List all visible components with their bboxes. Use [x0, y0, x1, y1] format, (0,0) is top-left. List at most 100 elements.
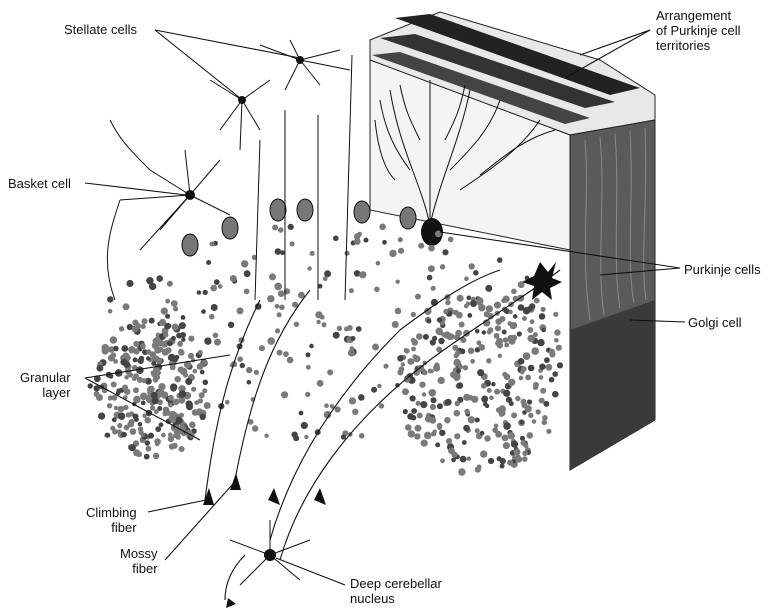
granule-cell-dot: [522, 451, 528, 457]
granule-cell-dot: [468, 416, 475, 423]
granule-cell-dot: [523, 307, 530, 314]
granule-cell-dot: [389, 250, 396, 257]
granule-cell-dot: [283, 351, 289, 357]
granule-cell-dot: [470, 359, 475, 364]
granule-cell-dot: [492, 427, 498, 433]
granule-cell-dot: [306, 352, 311, 357]
granule-cell-dot: [530, 319, 535, 324]
granule-cell-dot: [140, 393, 148, 401]
granule-cell-dot: [420, 401, 427, 408]
granule-cell-dot: [423, 334, 429, 340]
granule-cell-dot: [168, 395, 174, 401]
granule-cell-dot: [498, 409, 505, 416]
granule-cell-dot: [557, 362, 563, 368]
granule-cell-dot: [554, 329, 560, 335]
granule-cell-dot: [275, 304, 280, 309]
granule-cell-dot: [149, 318, 155, 324]
granule-cell-dot: [324, 270, 331, 277]
granule-cell-dot: [121, 432, 127, 438]
granule-cell-dot: [156, 275, 163, 282]
granule-cell-dot: [421, 440, 428, 447]
granule-cell-dot: [324, 403, 329, 408]
label-deep-line1: Deep cerebellar: [350, 576, 442, 591]
granule-cell-dot: [357, 232, 362, 237]
granule-cell-dot: [397, 355, 403, 361]
granule-cell-dot: [454, 410, 461, 417]
granule-cell-dot: [401, 362, 405, 366]
granule-cell-dot: [244, 270, 251, 277]
granule-cell-dot: [522, 456, 528, 462]
label-deep-cerebellar-nucleus: Deep cerebellar nucleus: [350, 576, 442, 606]
granule-cell-dot: [299, 411, 304, 416]
granule-cell-dot: [191, 387, 196, 392]
granule-cell-dot: [440, 264, 445, 269]
granule-cell-dot: [333, 236, 339, 242]
granule-cell-dot: [186, 403, 193, 410]
granule-cell-dot: [520, 436, 525, 441]
granule-cell-dot: [267, 295, 274, 302]
granule-cell-dot: [246, 367, 252, 373]
granule-cell-dot: [508, 310, 512, 314]
granule-cell-dot: [379, 224, 386, 231]
granule-cell-dot: [306, 365, 311, 370]
granule-cell-dot: [542, 415, 548, 421]
granule-cell-dot: [412, 354, 417, 359]
granule-cell-dot: [185, 378, 192, 385]
granule-cell-dot: [503, 390, 510, 397]
granule-cell-dot: [179, 446, 185, 452]
granule-cell-dot: [552, 371, 558, 377]
granule-cell-dot: [416, 333, 423, 340]
granule-cell-dot: [529, 303, 535, 309]
granule-cell-dot: [477, 369, 484, 376]
granule-cell-dot: [487, 388, 492, 393]
granule-cell-dot: [504, 374, 510, 380]
granule-cell-dot: [470, 300, 477, 307]
granule-cell-dot: [294, 322, 299, 327]
granule-cell-dot: [133, 387, 139, 393]
label-mossy-line1: Mossy: [120, 546, 158, 561]
granule-cell-dot: [277, 312, 282, 317]
granule-cell-dot: [435, 442, 440, 447]
granule-cell-dot: [189, 422, 196, 429]
granule-cell-dot: [438, 377, 445, 384]
granule-cell-dot: [528, 365, 535, 372]
granule-cell-dot: [457, 382, 464, 389]
granule-cell-dot: [376, 261, 381, 266]
granule-cell-dot: [259, 345, 265, 351]
granule-cell-dot: [178, 350, 184, 356]
granule-cell-dot: [427, 319, 432, 324]
granule-cell-dot: [317, 380, 324, 387]
granule-cell-dot: [344, 251, 349, 256]
granule-cell-dot: [133, 348, 139, 354]
granule-cell-dot: [124, 375, 129, 380]
granule-cell-dot: [491, 382, 495, 386]
granule-cell-dot: [269, 273, 276, 280]
granule-cell-dot: [444, 417, 450, 423]
granule-cell-dot: [517, 331, 522, 336]
granule-cell-dot: [440, 458, 445, 463]
granule-cell-dot: [304, 435, 308, 439]
granule-cell-dot: [509, 401, 514, 406]
label-mossy-line2: fiber: [120, 561, 158, 576]
granule-cell-dot: [539, 398, 545, 404]
granule-cell-dot: [542, 420, 547, 425]
label-purkinje-cells: Purkinje cells: [684, 262, 761, 277]
granule-cell-dot: [126, 280, 133, 287]
granular-layer-dots: [88, 224, 564, 476]
granule-cell-dot: [481, 383, 487, 389]
granule-cell-dot: [142, 414, 146, 418]
granule-cell-dot: [356, 326, 362, 332]
granule-cell-dot: [179, 390, 187, 398]
label-basket-cell: Basket cell: [8, 176, 71, 191]
granule-cell-dot: [371, 387, 377, 393]
granule-cell-dot: [193, 369, 198, 374]
granule-cell-dot: [383, 364, 388, 369]
granule-cell-dot: [133, 414, 139, 420]
granule-cell-dot: [411, 312, 416, 317]
granule-cell-dot: [431, 397, 437, 403]
granule-cell-dot: [156, 358, 162, 364]
granule-cell-dot: [442, 249, 448, 255]
granule-cell-dot: [418, 243, 424, 249]
granule-cell-dot: [527, 399, 532, 404]
granule-cell-dot: [167, 281, 173, 287]
